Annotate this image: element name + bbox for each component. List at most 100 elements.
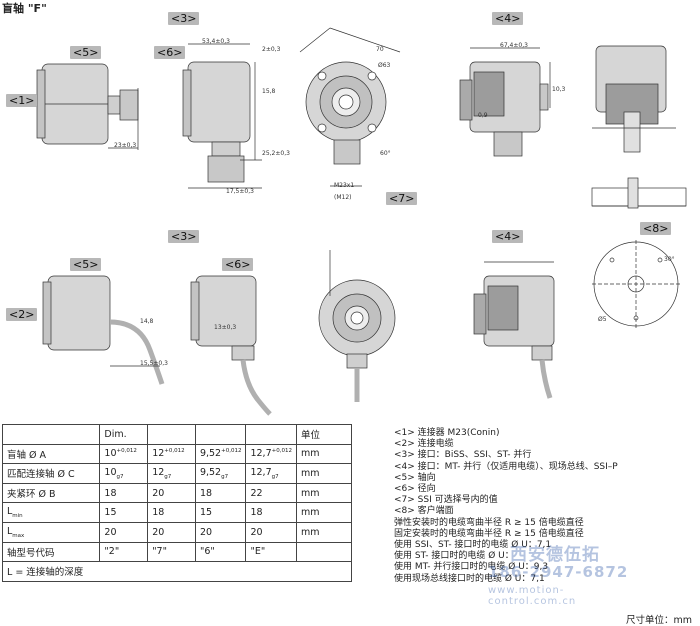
note-line: 使用 MT- 并行接口时的电缆 Ø U：9,3	[394, 562, 549, 573]
unit-cell	[295, 541, 353, 563]
dimension-label: Ø63	[378, 62, 391, 69]
table-cell: 12+0,012	[147, 443, 196, 465]
table-header-cell	[245, 424, 297, 445]
note-line: 固定安装时的电缆弯曲半径 R ≥ 15 倍电缆直径	[394, 528, 584, 539]
table-cell: 18	[147, 502, 196, 523]
view-label-5: <5>	[70, 46, 102, 59]
table-cell: 20	[147, 482, 196, 504]
unit-cell: mm	[295, 482, 353, 504]
dimension-label: 15,5±0,3	[140, 360, 168, 367]
encoder-axial-connector-view	[36, 63, 139, 150]
watermark-url: www.motion-control.com.cn	[488, 585, 577, 607]
dimension-label: 2±0,3	[262, 46, 281, 53]
dimension-label: 23±0,3	[114, 142, 137, 149]
table-row: 匹配连接轴 Ø C 10g7 12g7 9,52g7 12,7g7 mm	[1, 463, 353, 484]
view-label-1: <1>	[6, 94, 38, 107]
table-cell: 18	[245, 502, 297, 523]
dimension-label: 13±0,3	[214, 324, 237, 331]
note-line: <4> 接口：MT- 并行（仅适用电缆）、现场总线、SSI–P	[394, 461, 618, 472]
table-cell: "7"	[147, 541, 196, 563]
table-cell: 20	[147, 521, 196, 543]
units-note: 尺寸单位：mm	[625, 615, 692, 626]
note-line: 使用 ST- 接口时的电缆 Ø U：	[394, 551, 514, 562]
dimension-label: 53,4±0,3	[202, 38, 230, 45]
table-cell: 20	[194, 521, 247, 543]
unit-cell: mm	[295, 463, 353, 484]
page-title: 盲轴 "F"	[2, 2, 47, 15]
table-cell: 15	[194, 502, 247, 523]
view-label-5: <5>	[70, 258, 102, 271]
dimension-label: (M12)	[334, 194, 352, 201]
row-label: 匹配连接轴 Ø C	[1, 463, 101, 484]
view-label-7: <7>	[386, 192, 418, 205]
table-row: 夹紧环 Ø B 18 20 18 22 mm	[1, 482, 353, 504]
unit-cell: mm	[295, 443, 353, 465]
technical-drawing	[36, 27, 687, 416]
table-header-row: Dim. 单位	[1, 424, 353, 445]
table-cell: "6"	[194, 541, 247, 563]
note-line: <7> SSI 可选择号内的值	[394, 495, 498, 506]
table-cell: 20	[245, 521, 297, 543]
table-cell: 22	[245, 482, 297, 504]
encoder-installed-section	[591, 45, 687, 209]
table-row: 轴型号代码 "2" "7" "6" "E"	[1, 541, 353, 563]
table-cell: 12,7+0,012	[245, 443, 297, 465]
encoder-radial-connector-view	[182, 43, 262, 189]
dimension-label: 30°	[664, 256, 675, 263]
encoder-axial-cable-view	[42, 275, 165, 385]
table-cell: 18	[99, 482, 149, 504]
encoder-front-view	[299, 27, 401, 187]
note-line: 弹性安装时的电缆弯曲半径 R ≥ 15 倍电缆直径	[394, 517, 584, 528]
dimension-label: 17,5±0,3	[226, 188, 254, 195]
table-header-cell	[194, 424, 247, 445]
table-header-cell: 单位	[295, 424, 353, 445]
table-footer-row: L = 连接轴的深度	[2, 561, 352, 582]
legend-notes: <1> 连接器 M23(Conin) <2> 连接电缆 <3> 接口：BiSS、…	[394, 428, 698, 585]
row-label: 轴型号代码	[1, 541, 101, 563]
view-label-8: <8>	[640, 222, 672, 235]
table-cell: "E"	[245, 541, 297, 563]
view-label-6: <6>	[222, 258, 254, 271]
view-label-4: <4>	[492, 12, 524, 25]
table-header-cell: Dim.	[99, 424, 149, 445]
dimension-label: 70	[376, 46, 384, 53]
encoder-section-view	[459, 47, 551, 157]
table-footer: L = 连接轴的深度	[2, 561, 352, 582]
encoder-radial-cable-view	[190, 275, 272, 416]
table-row: Lmin 15 18 15 18 mm	[1, 502, 353, 523]
dimension-label: 14,8	[140, 318, 154, 325]
table-header-cell	[1, 424, 101, 445]
view-label-3: <3>	[168, 12, 200, 25]
note-line: 使用 SSI、ST- 接口时的电缆 Ø U：7,1	[394, 540, 552, 551]
encoder-section-cable-view	[473, 261, 555, 399]
dimension-label: 60°	[380, 150, 391, 157]
watermark-phone: 186-2947-6872	[488, 563, 629, 581]
dimension-label: M23x1	[334, 182, 355, 189]
watermark-company: 西安德伍拓	[510, 545, 600, 565]
row-label: Lmax	[1, 521, 101, 543]
note-line: <3> 接口：BiSS、SSI、ST- 并行	[394, 450, 532, 461]
table-cell: 15	[99, 502, 149, 523]
customer-face-view	[592, 240, 680, 328]
view-label-4: <4>	[492, 230, 524, 243]
table-row: Lmax 20 20 20 20 mm	[1, 521, 353, 543]
note-line: <6> 径向	[394, 484, 436, 495]
table-cell: 9,52+0,012	[194, 443, 247, 465]
unit-cell: mm	[295, 521, 353, 543]
table-header-cell	[147, 424, 196, 445]
dimension-label: 15,8	[262, 88, 276, 95]
unit-cell: mm	[295, 502, 353, 523]
view-label-6: <6>	[154, 46, 186, 59]
view-label-2: <2>	[6, 308, 38, 321]
table-cell: 12g7	[147, 463, 196, 484]
row-label: Lmin	[1, 502, 101, 523]
dimension-label: 67,4±0,3	[500, 42, 528, 49]
dimension-label: 0,9	[478, 112, 488, 119]
table-cell: 10+0,012	[99, 443, 149, 465]
shaft-spec-table: Dim. 单位 盲轴 Ø A 10+0,012 12+0,012 9,52+0,…	[1, 424, 353, 582]
table-cell: "2"	[99, 541, 149, 563]
note-line: <1> 连接器 M23(Conin)	[394, 428, 500, 438]
table-cell: 10g7	[99, 463, 149, 484]
view-label-3: <3>	[168, 230, 200, 243]
row-label: 夹紧环 Ø B	[1, 482, 101, 504]
